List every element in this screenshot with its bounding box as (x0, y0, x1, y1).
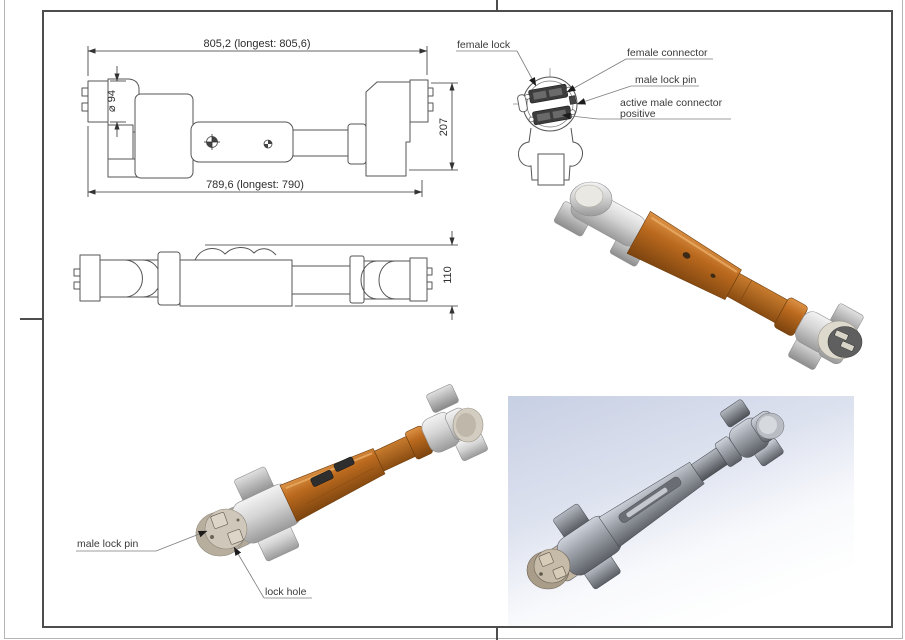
label-male-lock-pin: male lock pin (635, 74, 696, 86)
dimension-diameter-94: ⌀ 94 (106, 66, 126, 137)
render-orange-part (554, 181, 864, 370)
dimension-overall-top: 805,2 (longest: 805,6) (87, 38, 428, 76)
label-active-male-connector-2: positive (620, 108, 656, 120)
render-view-gray (508, 396, 854, 626)
callout-female-lock: female lock (456, 39, 537, 87)
datum-target-symbols (204, 134, 273, 150)
iso-view-labeled: male lock pin lock hole (76, 384, 488, 599)
label-lock-hole: lock hole (265, 586, 307, 598)
callout-male-lock-pin: male lock pin (576, 74, 699, 105)
center-mark-left (20, 318, 42, 320)
callout-male-lock-pin-iso: male lock pin (76, 530, 208, 552)
dim-text-overall-top: 805,2 (longest: 805,6) (203, 38, 310, 50)
dim-text-diameter: ⌀ 94 (106, 90, 118, 112)
render-gray-part (526, 399, 785, 590)
callout-active-male-connector: active male connector positive (561, 97, 731, 120)
front-dimensioned-view: 805,2 (longest: 805,6) 789,6 (longest: 7… (81, 38, 458, 197)
right-connector-face (817, 320, 863, 360)
dim-text-overall-bottom: 789,6 (longest: 790) (206, 179, 304, 191)
label-male-lock-pin-iso: male lock pin (77, 538, 138, 550)
label-female-connector: female connector (627, 47, 708, 59)
label-female-lock: female lock (457, 39, 511, 51)
gray-connector-face (526, 548, 571, 590)
dimension-height-110: 110 (205, 231, 458, 320)
render-orange-part-2 (195, 384, 488, 562)
iso-view-orange (554, 181, 864, 370)
part-outline-side (73, 247, 433, 307)
male-connector-face (195, 508, 248, 557)
dim-text-side-height: 110 (442, 266, 454, 284)
part-outline-front (81, 78, 434, 179)
side-view: 110 (73, 231, 458, 320)
callout-female-connector: female connector (566, 47, 713, 93)
end-view-callouts: female lock female connector male lock p… (456, 39, 731, 186)
dim-text-height: 207 (438, 118, 450, 136)
part-outline-end (517, 76, 583, 186)
center-mark-bottom (496, 628, 498, 640)
dimension-overall-bottom: 789,6 (longest: 790) (87, 126, 423, 197)
render-background (508, 396, 854, 626)
label-active-male-connector-1: active male connector (620, 97, 723, 109)
callout-lock-hole: lock hole (233, 546, 312, 599)
dimension-height-207: 207 (409, 82, 458, 171)
center-mark-top (496, 0, 498, 10)
